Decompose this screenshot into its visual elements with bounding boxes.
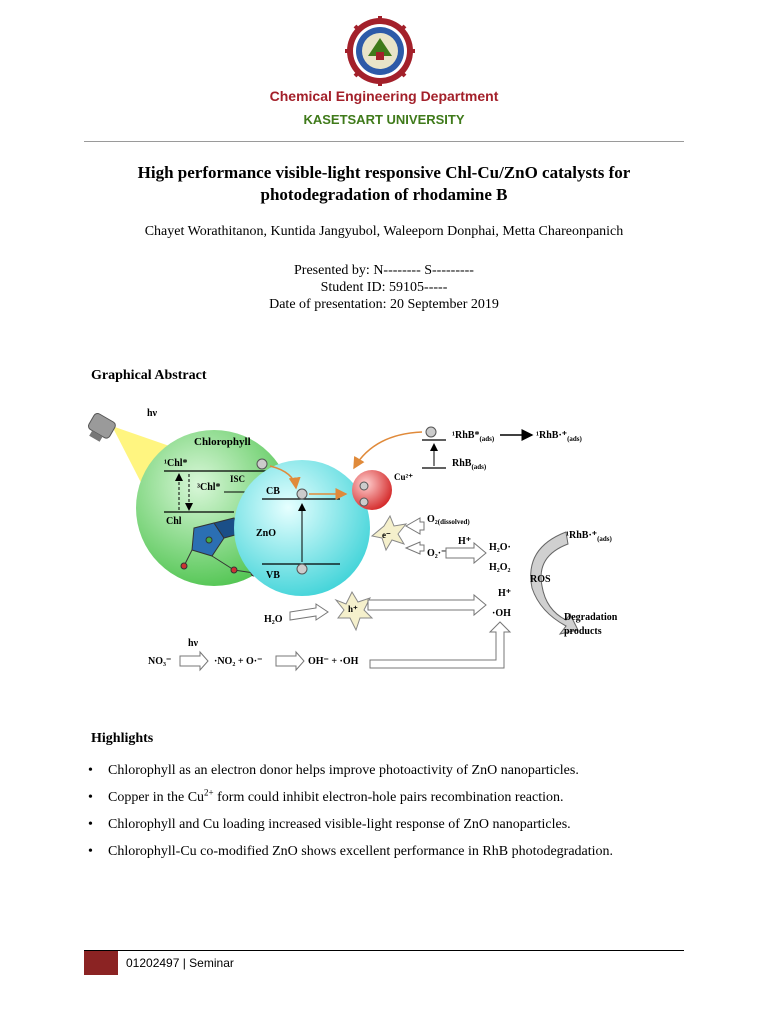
highlight-item: Copper in the Cu2+ form could inhibit el… — [88, 788, 688, 807]
department-name: Chemical Engineering Department — [269, 88, 499, 104]
electron-cb — [296, 488, 308, 500]
products-label: products — [564, 626, 602, 637]
highlights-list: Chlorophyll as an electron donor helps i… — [88, 762, 688, 870]
hv-label-2: hν — [188, 638, 199, 649]
rhb-radical-label: ¹RhB·⁺(ads) — [536, 430, 583, 443]
electron-label: e⁻ — [382, 530, 391, 540]
presentation-date: Date of presentation: 20 September 2019 — [269, 297, 499, 312]
chl-label: Chl — [166, 516, 182, 527]
chl-singlet-label: ¹Chl* — [164, 458, 188, 469]
footer-course-label: 01202497 | Seminar — [126, 956, 234, 970]
title-line-2: photodegradation of rhodamine B — [260, 185, 508, 204]
isc-label: ISC — [230, 474, 245, 484]
university-name: KASETSART UNIVERSITY — [303, 112, 465, 127]
highlights-heading: Highlights — [91, 731, 154, 746]
title-line-1: High performance visible-light responsiv… — [137, 163, 631, 182]
presented-by: Presented by: N-------- S--------- — [294, 263, 474, 278]
oh-pair-label: OH⁻ + ·OH — [308, 656, 359, 667]
cu-label: Cu²⁺ — [394, 472, 413, 482]
h-plus-label-2: H⁺ — [498, 588, 511, 599]
o2-radical-label: O₂·⁻ — [427, 548, 446, 559]
zno-label: ZnO — [256, 528, 276, 539]
rhb-radical-label-2: ¹RhB·⁺(ads) — [566, 530, 613, 543]
graphical-abstract-heading: Graphical Abstract — [91, 368, 207, 383]
chl-triplet-label: ³Chl* — [197, 482, 221, 493]
student-id: Student ID: 59105----- — [320, 280, 448, 295]
authors: Chayet Worathitanon, Kuntida Jangyubol, … — [144, 224, 624, 239]
ros-arrow — [530, 531, 579, 635]
hole-label: h⁺ — [348, 604, 358, 614]
cb-label: CB — [266, 486, 280, 497]
oh-label: ·OH — [492, 608, 511, 619]
cu-sphere — [352, 470, 392, 510]
degradation-label: Degradation — [564, 612, 618, 623]
presentation-info: Presented by: N-------- S--------- Stude… — [0, 262, 768, 313]
no3-label: NO₃⁻ — [148, 656, 171, 667]
h2o-radical-label: H₂O· — [489, 542, 511, 553]
ros-label: ROS — [530, 574, 551, 585]
highlight-item: Chlorophyll as an electron donor helps i… — [88, 762, 688, 780]
h2o-label: H₂O — [264, 614, 283, 625]
electron-rhb — [425, 426, 437, 438]
graphical-abstract-figure: hν Chlorophyll ¹Chl* ³Chl* ISC Chl CB Zn… — [84, 398, 684, 678]
mechanism-diagram: hν Chlorophyll ¹Chl* ³Chl* ISC Chl CB Zn… — [87, 408, 618, 672]
h-plus-label: H⁺ — [458, 536, 471, 547]
lamp-icon — [87, 412, 116, 442]
highlight-item: Chlorophyll and Cu loading increased vis… — [88, 816, 688, 834]
footer-color-block — [84, 951, 118, 975]
highlight-item: Chlorophyll-Cu co-modified ZnO shows exc… — [88, 843, 688, 861]
rhb-label: RhB(ads) — [452, 458, 487, 471]
hole-vb — [296, 563, 308, 575]
university-logo — [345, 16, 415, 86]
rhb-star-label: ¹RhB*(ads) — [452, 430, 495, 443]
electron-chl — [256, 458, 268, 470]
no2-o-label: ·NO₂ + O·⁻ — [214, 656, 262, 667]
footer-divider — [84, 950, 684, 951]
chlorophyll-label: Chlorophyll — [194, 436, 251, 448]
electron-burst — [370, 514, 408, 552]
hole-burst — [334, 590, 374, 632]
vb-label: VB — [266, 570, 280, 581]
hv-label: hν — [147, 408, 158, 419]
header-divider — [84, 141, 684, 142]
h2o2-label: H₂O₂ — [489, 562, 511, 573]
o2-label: O₂(dissolved) — [427, 514, 470, 526]
paper-title: High performance visible-light responsiv… — [0, 162, 768, 206]
